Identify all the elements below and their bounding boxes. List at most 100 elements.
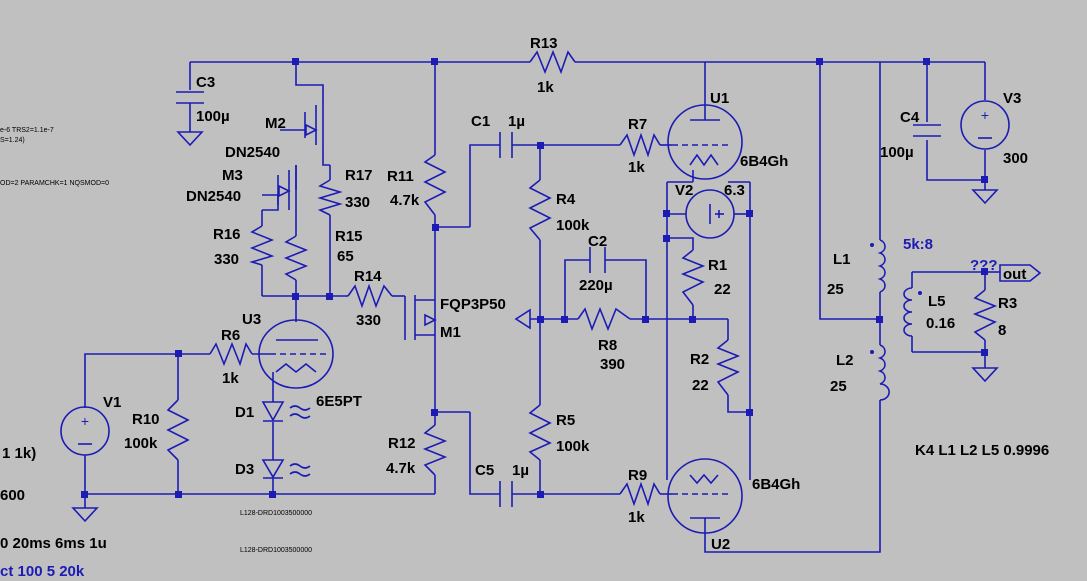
R3-val: 8	[998, 322, 1006, 339]
wires	[84, 61, 1000, 553]
resistor-symbols	[166, 49, 998, 507]
M3-val: DN2540	[186, 188, 241, 205]
R13-ref: R13	[530, 35, 558, 52]
C4-ref: C4	[900, 109, 920, 126]
junctions	[81, 58, 988, 498]
R10-val: 100k	[124, 435, 158, 452]
M3-ref: M3	[222, 167, 243, 184]
tube-symbols	[258, 104, 743, 534]
V1-ref: V1	[103, 394, 121, 411]
U3-val: 6E5PT	[316, 393, 362, 410]
svg-text:+: +	[981, 107, 989, 123]
R11-val: 4.7k	[390, 192, 420, 209]
C4-val: 100µ	[880, 144, 914, 161]
diode-model-2: L128-DRD1003500000	[240, 547, 312, 554]
R1-symbol	[680, 249, 706, 306]
R11-ref: R11	[387, 168, 414, 185]
R13-symbol	[529, 49, 576, 75]
component-labels: R13 1k C3 100µ M2 DN2540 M3 DN2540 R17 3…	[103, 35, 1049, 553]
port-symbols	[514, 264, 1042, 330]
R3-ref: R3	[998, 295, 1017, 312]
diode-model-1: L128-DRD1003500000	[240, 510, 312, 517]
D1-ref: D1	[235, 404, 254, 421]
R5-val: 100k	[556, 438, 590, 455]
R3-symbol	[972, 289, 998, 341]
R5-symbol	[528, 404, 552, 461]
D3-ref: D3	[235, 461, 254, 478]
directive-line-3: OD=2 PARAMCHK=1 NQSMOD=0	[0, 180, 109, 187]
R11-symbol	[423, 154, 447, 216]
R6-ref: R6	[221, 327, 240, 344]
R4-val: 100k	[556, 217, 590, 234]
R6-symbol	[209, 341, 253, 367]
R14-ref: R14	[354, 268, 382, 285]
R17-ref: R17	[345, 167, 373, 184]
R1-val: 22	[714, 281, 731, 298]
L1-ratio: 5k:8	[903, 236, 933, 253]
R6-val: 1k	[222, 370, 239, 387]
U3-ref: U3	[242, 311, 261, 328]
U1-ref: U1	[710, 90, 729, 107]
L5-val: 0.16	[926, 315, 955, 332]
M2-val: DN2540	[225, 144, 280, 161]
R12-symbol	[422, 424, 448, 476]
R7-ref: R7	[628, 116, 647, 133]
ground-symbols	[71, 131, 999, 523]
R16-ref: R16	[213, 226, 241, 243]
R7-val: 1k	[628, 159, 645, 176]
directive-line-2: S=1.24)	[0, 137, 25, 144]
spice-directives: e-6 TRS2=1.1e-7 S=1.24) OD=2 PARAMCHK=1 …	[0, 127, 312, 580]
R15-val: 65	[337, 248, 354, 265]
R8-symbol	[577, 306, 631, 332]
R16-val: 330	[214, 251, 239, 268]
U2-val: 6B4Gh	[752, 476, 800, 493]
R8-val: 390	[600, 356, 625, 373]
R2-symbol	[715, 339, 741, 396]
R12-ref: R12	[388, 435, 416, 452]
C5-ref: C5	[475, 462, 494, 479]
directive-line-1: e-6 TRS2=1.1e-7	[0, 127, 54, 134]
R10-symbol	[166, 399, 190, 461]
unknown-label: ???	[970, 257, 998, 274]
U1-val: 6B4Gh	[740, 153, 788, 170]
R8-ref: R8	[598, 337, 617, 354]
R15-ref: R15	[335, 228, 363, 245]
V2-ref: V2	[675, 182, 693, 199]
R13-val: 1k	[537, 79, 554, 96]
voltage-sources: + +	[60, 100, 1010, 456]
R9-val: 1k	[628, 509, 645, 526]
L2-val: 25	[830, 378, 847, 395]
out-label: out	[1003, 266, 1026, 283]
M2-ref: M2	[265, 115, 286, 132]
R14-symbol	[347, 283, 393, 309]
L2-ref: L2	[836, 352, 854, 369]
R16-symbol	[249, 225, 275, 266]
R9-ref: R9	[628, 467, 647, 484]
R17-val: 330	[345, 194, 370, 211]
C5-val: 1µ	[512, 462, 529, 479]
coupling-directive: K4 L1 L2 L5 0.9996	[915, 442, 1049, 459]
capacitor-symbols	[176, 91, 941, 507]
R5-ref: R5	[556, 412, 575, 429]
R10-ref: R10	[132, 411, 160, 428]
R12-val: 4.7k	[386, 460, 416, 477]
led-symbols	[261, 401, 311, 479]
tran-directive: 0 20ms 6ms 1u	[0, 535, 107, 552]
C3-val: 100µ	[196, 108, 230, 125]
L1-val: 25	[827, 281, 844, 298]
C1-ref: C1	[471, 113, 490, 130]
step-directive: ct 100 5 20k	[0, 563, 85, 580]
C1-val: 1µ	[508, 113, 525, 130]
v3-source-spec: 600	[0, 487, 25, 504]
R14-val: 330	[356, 312, 381, 329]
svg-text:+: +	[81, 413, 89, 429]
M1-val: FQP3P50	[440, 296, 506, 313]
L5-ref: L5	[928, 293, 946, 310]
R2-ref: R2	[690, 351, 709, 368]
L1-ref: L1	[833, 251, 851, 268]
mosfet-symbols	[262, 105, 437, 340]
V3-val: 300	[1003, 150, 1028, 167]
R4-ref: R4	[556, 191, 576, 208]
C3-ref: C3	[196, 74, 215, 91]
v1-source-spec: 1 1k)	[2, 445, 36, 462]
